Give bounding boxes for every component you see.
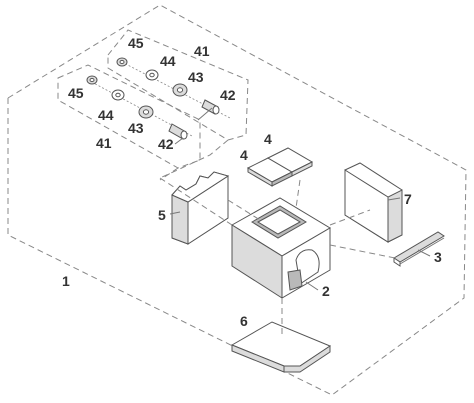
- label-2: 2: [322, 283, 330, 299]
- label-43-lower: 43: [128, 120, 144, 136]
- assembly-boundary: [7, 4, 467, 396]
- leader-label-7: [387, 197, 401, 201]
- label-43-upper: 43: [188, 69, 204, 85]
- leader-block-rail: [329, 244, 396, 259]
- leader-bracket-block: [227, 199, 261, 221]
- leader-label-2: [305, 281, 319, 291]
- leader-label-3: [417, 249, 431, 257]
- nut-45-upper: [116, 57, 128, 67]
- leader-kit-block: [159, 177, 233, 226]
- leader-kit-lower: [159, 167, 179, 181]
- leader-label-5: [169, 211, 181, 215]
- label-45-lower: 45: [68, 85, 84, 101]
- base-plate-6: [230, 321, 332, 373]
- label-4-left: 4: [240, 147, 248, 163]
- washer-44-upper: [145, 69, 159, 81]
- label-45-upper: 45: [128, 35, 144, 51]
- washer-44-lower: [111, 89, 125, 101]
- label-41-upper: 41: [194, 43, 210, 59]
- leader-plates-block: [295, 179, 301, 209]
- washer-43-lower: [138, 105, 154, 119]
- nut-45-lower: [86, 75, 98, 85]
- kit-boundary-lower: [57, 64, 201, 169]
- rail-3: [393, 231, 445, 267]
- plate-4-right: [266, 147, 314, 177]
- leader-kit-upper: [159, 139, 229, 179]
- pin-42-lower: [168, 123, 188, 140]
- label-4-right: 4: [264, 131, 272, 147]
- plate-7: [344, 162, 403, 243]
- kit-boundary-upper: [107, 29, 249, 141]
- leader-label-42-upper: [197, 107, 213, 121]
- label-42-upper: 42: [220, 87, 236, 103]
- label-6: 6: [240, 313, 248, 329]
- label-7: 7: [404, 191, 412, 207]
- leader-block-plate7: [329, 209, 371, 226]
- label-44-upper: 44: [160, 53, 176, 69]
- label-44-lower: 44: [98, 107, 114, 123]
- bracket-5: [171, 171, 230, 245]
- label-1: 1: [62, 273, 70, 289]
- label-42-lower: 42: [158, 136, 174, 152]
- housing-block-2: [231, 197, 331, 299]
- label-41-lower: 41: [96, 135, 112, 151]
- label-5: 5: [158, 207, 166, 223]
- plate-4-left: [246, 157, 294, 187]
- label-3: 3: [434, 249, 442, 265]
- leader-label-42-lower: [174, 137, 184, 145]
- washer-43-upper: [172, 83, 188, 97]
- pin-42-upper: [201, 99, 220, 115]
